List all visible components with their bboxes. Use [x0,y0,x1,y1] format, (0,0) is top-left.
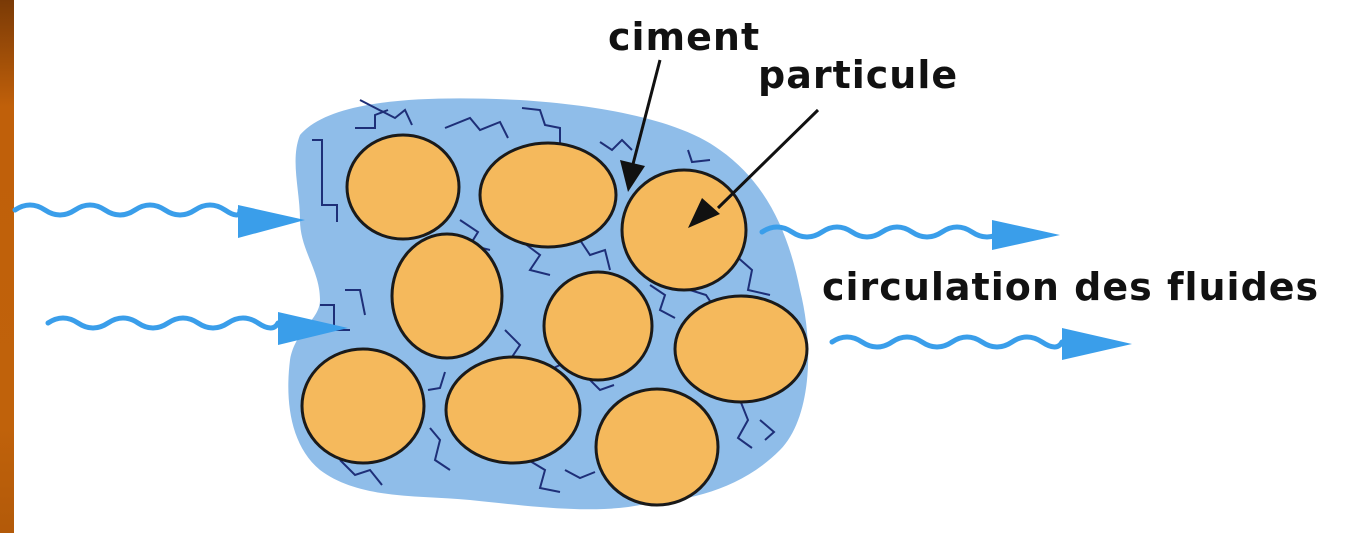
particle [544,272,652,380]
particle [392,234,502,358]
wavy-arrow-icon [48,318,278,328]
particle [596,389,718,505]
arrowhead-icon [1062,328,1132,360]
wavy-arrow-icon [15,205,240,215]
fluid-arrow-out-bottom [832,328,1132,360]
wavy-arrow-icon [832,337,1062,347]
particle [347,135,459,239]
arrowhead-icon [992,220,1060,250]
label-particule: particule [758,53,958,97]
fluid-arrow-out-top [762,220,1060,250]
pointer-arrow-icon [718,110,818,208]
label-ciment: ciment [608,15,760,59]
particle [675,296,807,402]
wavy-arrow-icon [762,227,1002,237]
arrowhead-icon [238,205,305,238]
particle [480,143,616,247]
particle [446,357,580,463]
particle [302,349,424,463]
fluid-arrow-in-top [15,205,305,238]
particle [622,170,746,290]
label-circulation: circulation des fluides [822,265,1319,309]
